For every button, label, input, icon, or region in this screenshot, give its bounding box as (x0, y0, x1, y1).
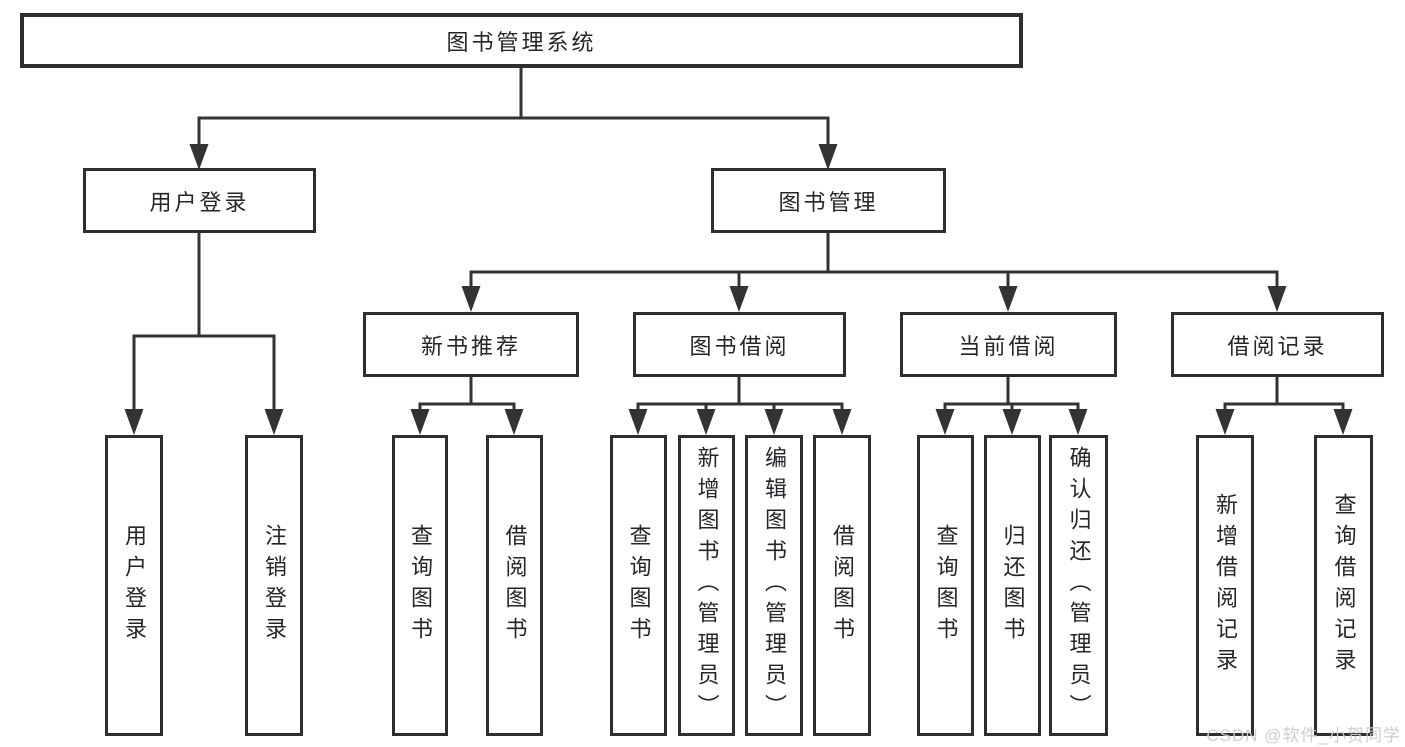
node-label: 查询图书 (408, 523, 433, 648)
node-user-login: 用户登录 (83, 168, 316, 233)
arrow-down-icon (410, 409, 430, 435)
node-label: 图书管理 (778, 189, 879, 215)
arrow-down-icon (1215, 409, 1235, 435)
arrow-down-icon (818, 144, 838, 170)
node-label: 用户登录 (149, 189, 250, 215)
leaf-borrow-books-2: 借阅图书 (813, 435, 871, 736)
node-label: 用户登录 (122, 523, 147, 648)
arrow-down-icon (729, 286, 749, 312)
arrow-down-icon (935, 409, 955, 435)
node-borrowing-records: 借阅记录 (1171, 312, 1384, 377)
node-label: 查询借阅记录 (1331, 492, 1357, 679)
arrow-down-icon (832, 409, 852, 435)
edge-borrow-record-to-leaves (1223, 377, 1345, 413)
node-label: 查询图书 (933, 523, 959, 648)
leaf-user-login: 用户登录 (105, 435, 163, 736)
node-label: 新增借阅记录 (1213, 492, 1238, 679)
arrow-down-icon (124, 409, 144, 435)
arrow-down-icon (1267, 286, 1287, 312)
node-label: 归还图书 (1000, 523, 1026, 648)
arrow-down-icon (628, 409, 648, 435)
arrow-down-icon (998, 286, 1018, 312)
leaf-query-books-1: 查询图书 (392, 435, 448, 736)
arrow-down-icon (189, 144, 209, 170)
node-book-borrowing: 图书借阅 (633, 312, 846, 377)
csdn-watermark: CSDN @软件_小贺同学 (1206, 726, 1401, 745)
node-new-book-recommendation: 新书推荐 (363, 312, 579, 377)
edge-new-book-rec-to-leaves (418, 377, 516, 413)
node-label: 新增图书（管理员） (694, 446, 720, 725)
arrow-down-icon (264, 409, 284, 435)
node-root-library-system: 图书管理系统 (20, 13, 1023, 68)
arrow-down-icon (696, 409, 716, 435)
node-label: 确认归还（管理员） (1066, 446, 1092, 725)
edge-book-management-to-level3 (469, 233, 1279, 290)
leaf-return-books: 归还图书 (984, 435, 1041, 736)
leaf-add-borrow-record: 新增借阅记录 (1196, 435, 1254, 736)
arrow-down-icon (1068, 409, 1088, 435)
leaf-edit-books-admin: 编辑图书（管理员） (745, 435, 803, 736)
edge-current-borrow-to-leaves (943, 377, 1080, 413)
leaf-query-books-2: 查询图书 (610, 435, 667, 736)
arrow-down-icon (764, 409, 784, 435)
edge-book-borrow-to-leaves (636, 377, 844, 413)
edge-user-login-to-leaves (132, 233, 276, 413)
node-label: 注销登录 (262, 523, 287, 648)
arrow-down-icon (504, 409, 524, 435)
node-book-management: 图书管理 (711, 168, 946, 233)
node-label: 借阅记录 (1227, 333, 1328, 359)
node-label: 查询图书 (626, 523, 652, 648)
node-label: 当前借阅 (958, 333, 1059, 359)
arrow-down-icon (1002, 409, 1022, 435)
node-label: 编辑图书（管理员） (762, 446, 787, 725)
leaf-add-books-admin: 新增图书（管理员） (678, 435, 735, 736)
node-label: 图书借阅 (689, 333, 790, 359)
node-current-borrowing: 当前借阅 (900, 312, 1117, 377)
node-label: 借阅图书 (830, 523, 855, 648)
node-label: 图书管理系统 (446, 29, 597, 55)
edge-root-to-level2 (197, 68, 830, 148)
leaf-query-borrow-record: 查询借阅记录 (1314, 435, 1373, 736)
node-label: 新书推荐 (420, 333, 521, 359)
arrow-down-icon (461, 286, 481, 312)
arrow-down-icon (1333, 409, 1353, 435)
node-label: 借阅图书 (502, 523, 528, 648)
leaf-query-books-3: 查询图书 (917, 435, 974, 736)
leaf-confirm-return-admin: 确认归还（管理员） (1049, 435, 1108, 736)
leaf-logout: 注销登录 (245, 435, 303, 736)
leaf-borrow-books-1: 借阅图书 (486, 435, 543, 736)
